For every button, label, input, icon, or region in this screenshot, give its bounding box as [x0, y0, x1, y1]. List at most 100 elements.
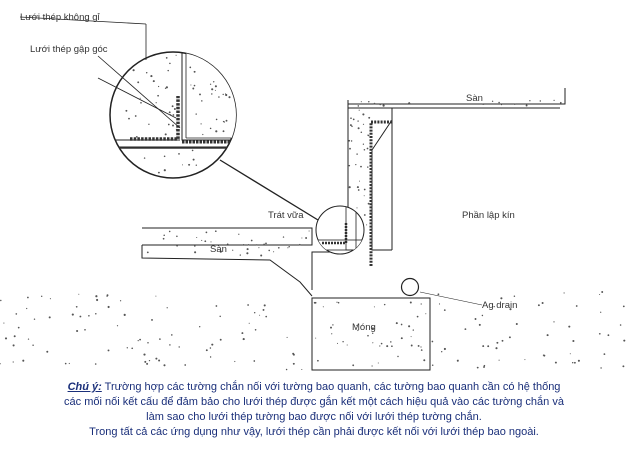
- texture-speck: [190, 84, 192, 86]
- enlarged-detail-circle: [109, 51, 237, 179]
- texture-speck: [622, 365, 625, 368]
- texture-speck: [349, 147, 351, 150]
- texture-speck: [288, 245, 290, 248]
- texture-speck: [123, 313, 126, 316]
- ag-drain-pipe: [400, 277, 420, 297]
- texture-speck: [623, 339, 626, 342]
- texture-speck: [357, 120, 359, 122]
- texture-speck: [168, 230, 171, 233]
- label-corner-mesh: Lưới thép gập góc: [30, 44, 108, 55]
- texture-speck: [209, 347, 212, 349]
- texture-speck: [481, 103, 483, 105]
- texture-speck: [218, 96, 220, 98]
- texture-speck: [360, 131, 363, 133]
- lower-floor-slab: [141, 227, 313, 297]
- texture-speck: [367, 134, 370, 137]
- texture-speck: [408, 102, 411, 105]
- texture-speck: [12, 361, 14, 363]
- label-foundation: Móng: [352, 322, 376, 333]
- label-upper-floor: Sàn: [466, 93, 483, 104]
- texture-speck: [382, 104, 385, 107]
- texture-speck: [155, 295, 157, 297]
- texture-speck: [348, 186, 351, 189]
- texture-speck: [128, 117, 130, 120]
- texture-speck: [600, 311, 602, 313]
- texture-speck: [568, 325, 571, 328]
- texture-speck: [232, 249, 234, 251]
- texture-speck: [437, 293, 440, 296]
- texture-speck: [371, 332, 374, 335]
- texture-speck: [349, 124, 352, 127]
- texture-speck: [202, 133, 204, 136]
- texture-speck: [184, 364, 187, 366]
- texture-speck: [210, 241, 212, 243]
- texture-speck: [157, 85, 160, 88]
- texture-speck: [144, 360, 147, 363]
- texture-speck: [491, 100, 494, 102]
- texture-speck: [464, 328, 467, 331]
- texture-speck: [301, 368, 303, 371]
- texture-speck: [356, 207, 358, 209]
- label-lower-floor: Sàn: [210, 244, 227, 255]
- texture-speck: [223, 121, 226, 123]
- texture-speck: [164, 133, 167, 136]
- texture-speck: [529, 100, 531, 102]
- texture-speck: [367, 166, 369, 168]
- texture-speck: [191, 149, 194, 152]
- texture-speck: [239, 254, 241, 256]
- texture-speck: [366, 147, 369, 150]
- texture-speck: [298, 243, 301, 246]
- texture-speck: [431, 340, 434, 343]
- texture-speck: [301, 237, 303, 239]
- texture-speck: [481, 314, 484, 317]
- texture-speck: [508, 336, 511, 339]
- texture-speck: [386, 345, 389, 348]
- texture-speck: [139, 97, 141, 99]
- texture-speck: [0, 299, 2, 302]
- texture-speck: [246, 248, 249, 251]
- texture-speck: [509, 308, 512, 311]
- texture-speck: [254, 329, 257, 331]
- texture-speck: [234, 360, 236, 363]
- texture-speck: [0, 363, 1, 365]
- texture-speck: [242, 338, 245, 341]
- corner-mesh-leader-2: [97, 77, 177, 119]
- texture-speck: [495, 347, 498, 350]
- texture-speck: [367, 202, 370, 205]
- texture-speck: [192, 158, 195, 161]
- texture-speck: [487, 345, 490, 348]
- texture-speck: [247, 244, 250, 246]
- texture-speck: [132, 69, 135, 72]
- texture-speck: [3, 322, 5, 324]
- texture-speck: [356, 324, 358, 326]
- texture-speck: [258, 247, 260, 249]
- texture-speck: [423, 359, 426, 362]
- texture-speck: [391, 345, 393, 348]
- texture-speck: [559, 101, 562, 104]
- texture-speck: [601, 291, 604, 293]
- texture-speck: [292, 352, 295, 355]
- texture-speck: [352, 118, 355, 121]
- texture-speck: [159, 338, 161, 340]
- texture-speck: [176, 235, 178, 238]
- texture-speck: [215, 305, 218, 307]
- texture-speck: [572, 339, 575, 343]
- texture-speck: [362, 123, 365, 125]
- texture-speck: [443, 347, 446, 351]
- texture-speck: [188, 163, 191, 166]
- texture-speck: [256, 244, 258, 246]
- texture-speck: [155, 357, 158, 360]
- texture-speck: [371, 327, 374, 330]
- texture-speck: [88, 315, 90, 317]
- texture-speck: [513, 103, 516, 105]
- texture-speck: [212, 81, 215, 83]
- texture-speck: [420, 303, 422, 305]
- texture-speck: [106, 294, 109, 297]
- texture-speck: [165, 86, 168, 89]
- texture-speck: [350, 140, 353, 142]
- texture-speck: [265, 242, 267, 245]
- texture-speck: [201, 239, 203, 241]
- retaining-wall-detail-diagram: Lưới thép không gỉ Lưới thép gập góc Sàn…: [0, 12, 626, 371]
- texture-speck: [285, 368, 288, 371]
- texture-speck: [363, 188, 366, 191]
